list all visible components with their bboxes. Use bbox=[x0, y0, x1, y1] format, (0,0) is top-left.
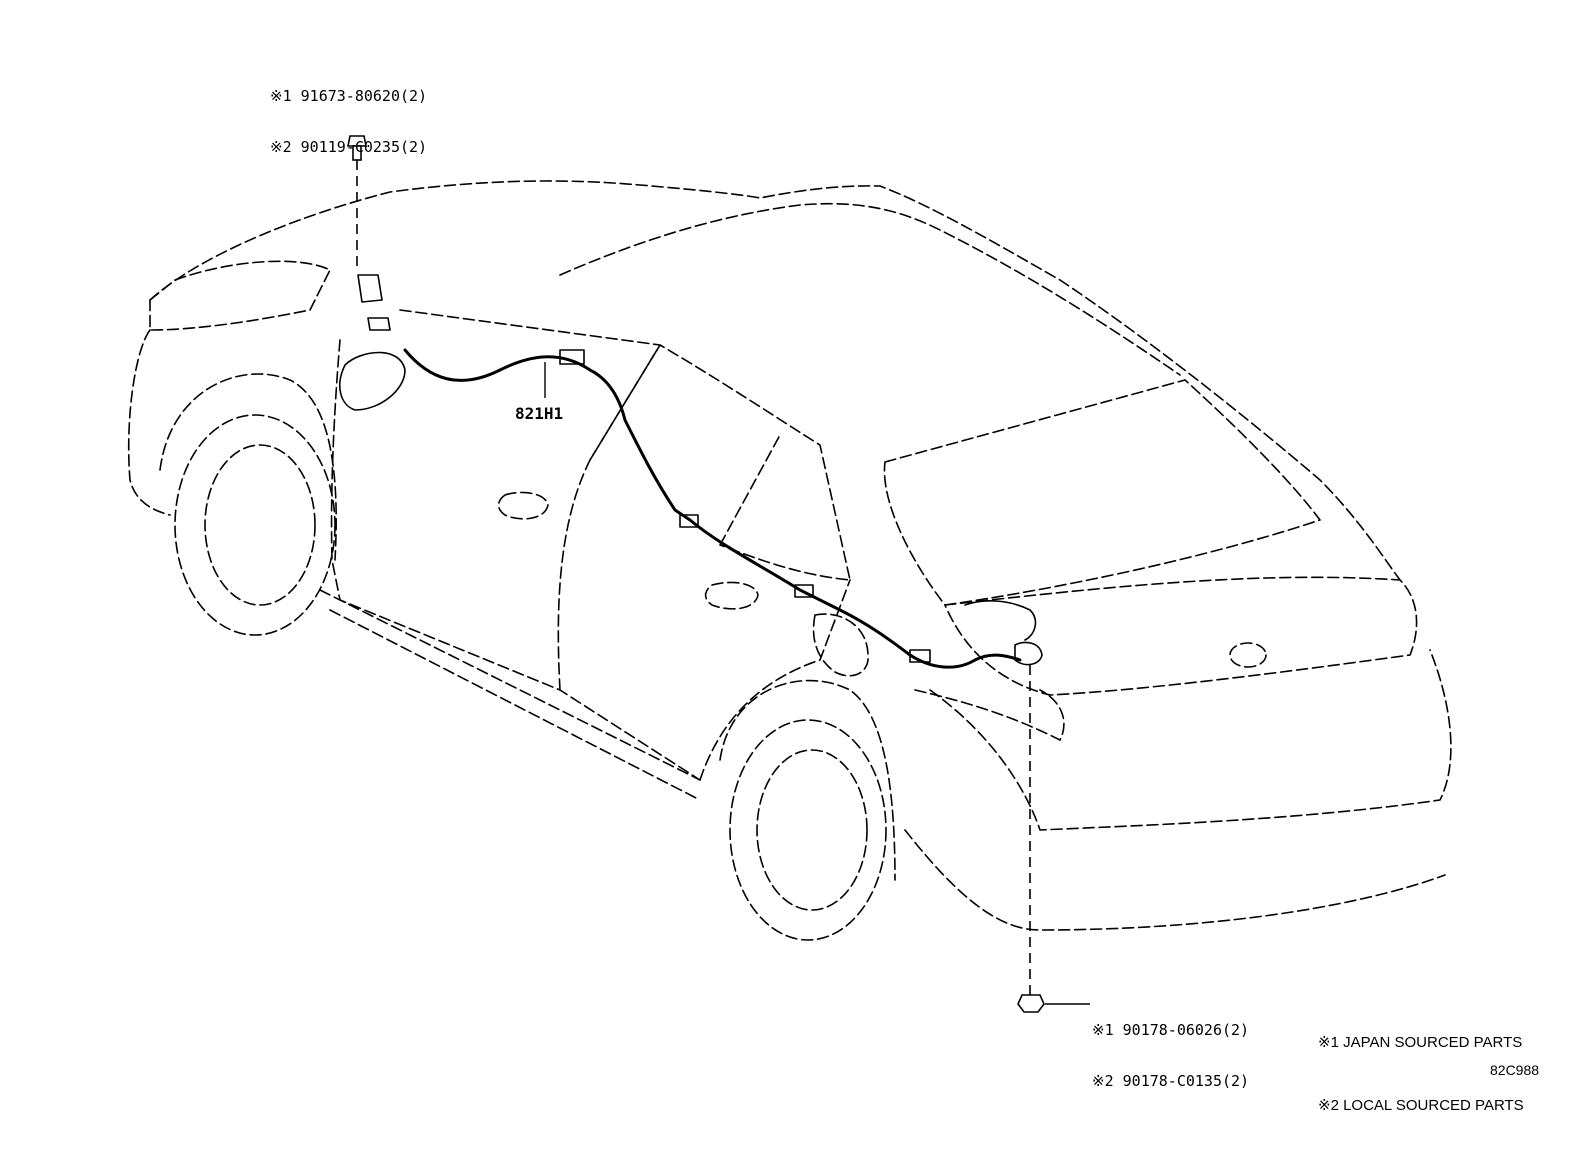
trunk-lid bbox=[944, 576, 1418, 696]
front-fascia bbox=[127, 329, 171, 516]
door-lines bbox=[330, 339, 851, 781]
cable-harness bbox=[403, 348, 1022, 669]
front-door-handle bbox=[497, 491, 549, 520]
bottom-callout-line2: ※2 90178-C0135(2) bbox=[1092, 1072, 1250, 1090]
bottom-callout: ※1 90178-06026(2) ※2 90178-C0135(2) bbox=[1092, 988, 1249, 1124]
top-callout: ※1 91673-80620(2) ※2 90119-C0235(2) bbox=[270, 54, 427, 190]
rear-bumper bbox=[929, 649, 1452, 831]
connector-a bbox=[559, 349, 585, 365]
top-mount bbox=[357, 274, 383, 303]
fuel-door bbox=[812, 613, 869, 677]
side-windows bbox=[399, 309, 851, 581]
connector-c bbox=[794, 584, 814, 598]
top-bolt-icon bbox=[347, 135, 367, 161]
rear-lower bbox=[904, 829, 1446, 931]
rear-wheel-arch bbox=[719, 679, 896, 881]
part-number-label: 821H1 bbox=[515, 404, 564, 423]
top-callout-line2: ※2 90119-C0235(2) bbox=[270, 138, 428, 156]
car-body-drawing bbox=[127, 135, 1452, 1013]
rear-wheel-outer bbox=[729, 719, 887, 941]
front-wheel-inner bbox=[204, 444, 316, 606]
rear-door-handle bbox=[704, 581, 759, 610]
roof-line bbox=[559, 202, 1181, 376]
parts-diagram: ※1 91673-80620(2) ※2 90119-C0235(2) 821H… bbox=[127, 54, 1540, 1114]
side-mirror bbox=[339, 351, 406, 411]
legend-line1: ※1 JAPAN SOURCED PARTS bbox=[1318, 1034, 1523, 1051]
bottom-callout-line1: ※1 90178-06026(2) bbox=[1092, 1021, 1250, 1039]
bottom-nut-icon bbox=[1017, 994, 1045, 1013]
front-wheel-arch bbox=[159, 373, 337, 561]
legend-line2: ※2 LOCAL SOURCED PARTS bbox=[1318, 1097, 1524, 1114]
front-wheel-outer bbox=[174, 414, 336, 636]
connector-b bbox=[679, 514, 699, 528]
side-sill bbox=[319, 589, 701, 801]
figure-id: 82C988 bbox=[1490, 1062, 1540, 1078]
tail-light bbox=[914, 689, 1065, 741]
rear-wheel-inner bbox=[756, 749, 868, 911]
rear-bracket bbox=[964, 600, 1037, 641]
hood-outline bbox=[149, 260, 331, 331]
rear-mount bbox=[1014, 641, 1043, 666]
rear-emblem bbox=[1229, 642, 1267, 668]
top-mount-base bbox=[367, 317, 391, 331]
body-outline bbox=[149, 180, 1401, 581]
connector-d bbox=[909, 649, 931, 663]
top-callout-line1: ※1 91673-80620(2) bbox=[270, 87, 428, 105]
rear-window bbox=[883, 379, 1321, 606]
